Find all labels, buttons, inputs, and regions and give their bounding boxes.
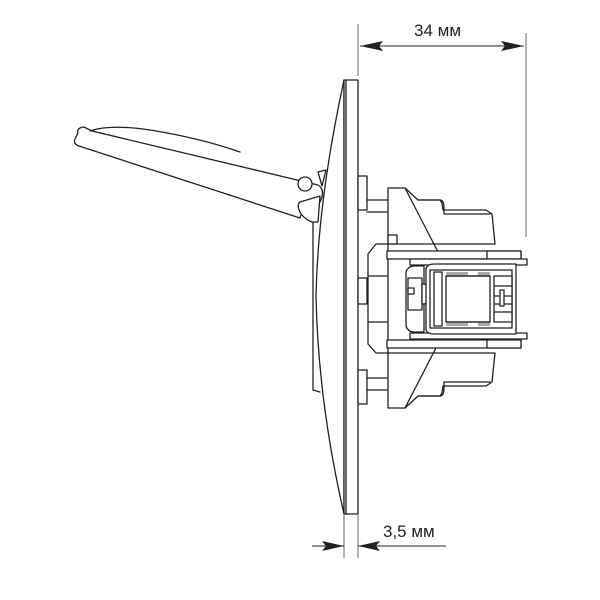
dimension-3-5mm xyxy=(312,515,446,558)
dimension-label-depth: 34 мм xyxy=(414,21,462,40)
dimension-34mm xyxy=(357,24,527,237)
dimension-label-frame-thickness: 3,5 мм xyxy=(383,522,435,541)
hinged-cover xyxy=(73,126,327,393)
front-frame xyxy=(315,79,359,515)
socket-mechanism xyxy=(357,175,528,409)
